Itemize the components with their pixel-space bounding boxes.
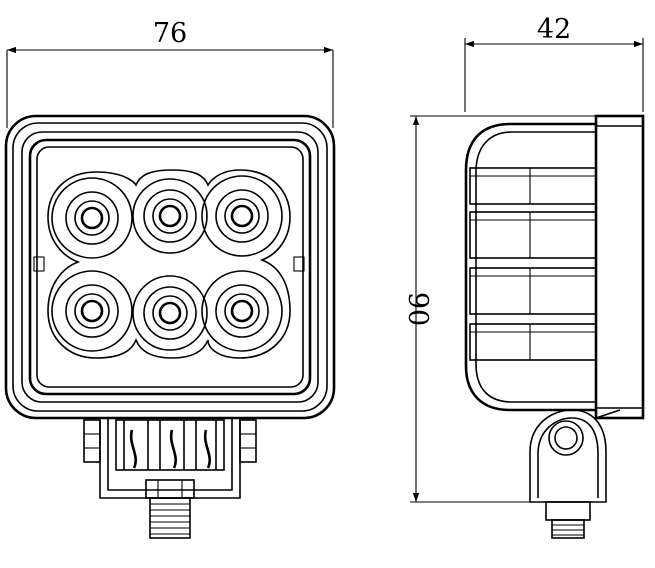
side-depth-label: 42 xyxy=(537,14,571,45)
led-top-right xyxy=(201,175,283,257)
led-bottom-left xyxy=(51,270,133,352)
front-width-label: 76 xyxy=(153,18,187,49)
cooling-fins xyxy=(469,167,597,361)
front-width-dimension: 76 xyxy=(6,18,334,128)
side-depth-dimension: 42 xyxy=(464,14,644,112)
front-view: 76 xyxy=(4,18,336,539)
front-housing xyxy=(4,114,336,420)
side-mount-bracket xyxy=(529,409,621,539)
side-height-dimension: 90 xyxy=(402,115,596,503)
led-top-center xyxy=(132,178,208,254)
side-housing xyxy=(464,114,645,420)
led-top-left xyxy=(51,177,133,259)
side-height-label: 90 xyxy=(402,292,433,326)
led-lens-cluster xyxy=(47,169,291,359)
led-bottom-right xyxy=(201,270,283,352)
led-bottom-center xyxy=(132,275,208,351)
front-mount-bracket xyxy=(83,418,257,539)
side-view: 42 90 xyxy=(402,14,645,539)
